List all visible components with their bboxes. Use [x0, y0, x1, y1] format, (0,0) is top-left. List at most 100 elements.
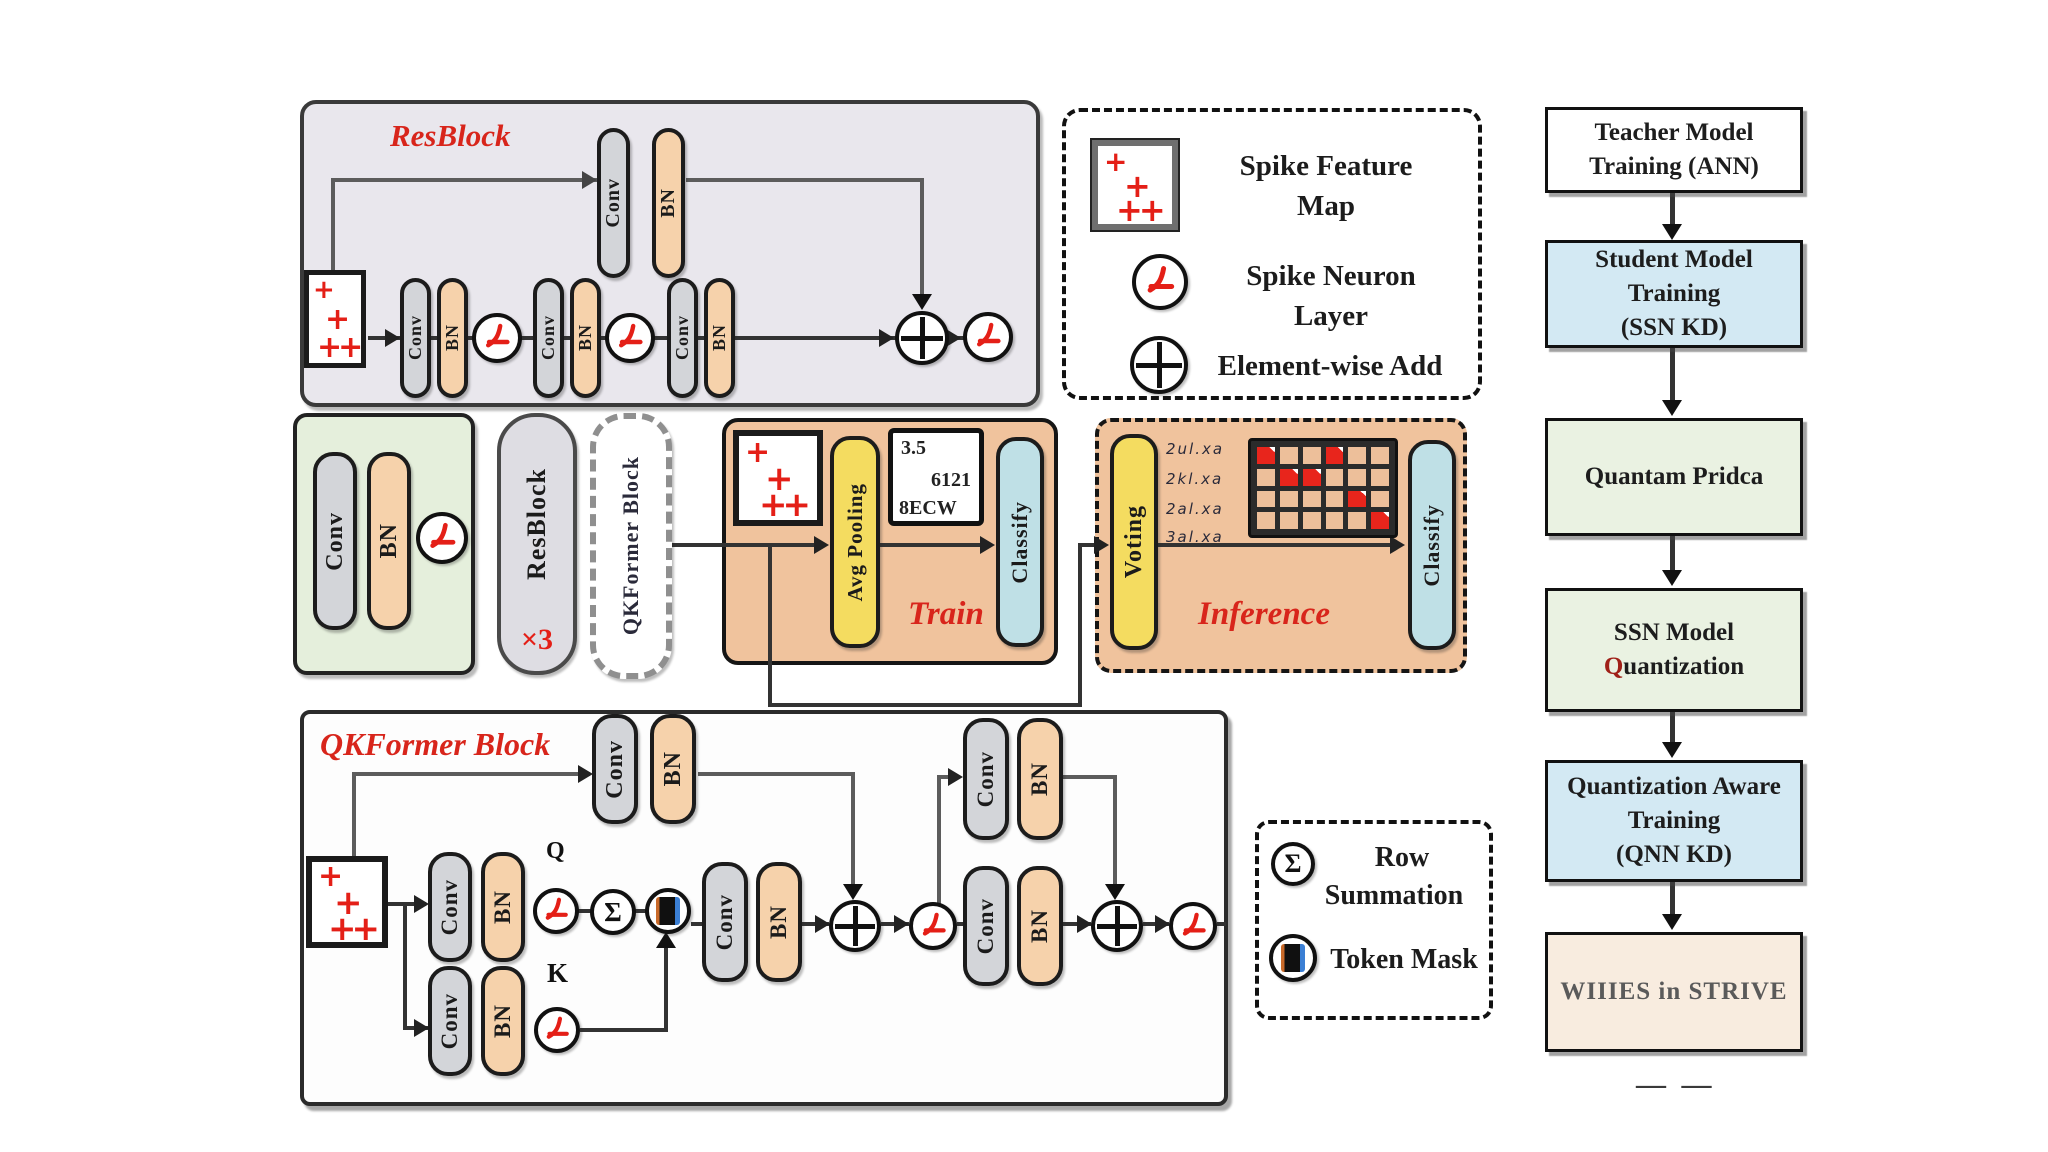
legend-add-label: Element-wise Add: [1217, 350, 1443, 382]
arrowhead: [879, 329, 894, 347]
pipeline-step-line: (SSN KD): [1620, 313, 1728, 341]
connector: [880, 543, 986, 547]
spike-cell: [1279, 490, 1298, 508]
resblock-panel-title: ResBlock: [390, 118, 511, 153]
spike-cell: [1257, 490, 1275, 508]
connector: [1670, 712, 1675, 746]
spike-feature-map-icon: + + ++: [733, 430, 823, 526]
sigma-glyph: Σ: [1284, 849, 1302, 878]
spike-plus: +: [325, 302, 351, 337]
spike-neuron-icon: [1132, 254, 1188, 310]
bn-label: BN: [657, 188, 679, 218]
connector: [1670, 348, 1675, 404]
spike-neuron-icon: [416, 512, 468, 564]
arrowhead: [414, 1019, 429, 1037]
spike-feature-map-icon: + + ++: [1090, 138, 1180, 232]
spike-train-row: 2al.xa: [1166, 500, 1224, 518]
spike-train-row: 3al.xa: [1166, 528, 1224, 546]
spike-plus: ++: [328, 909, 380, 949]
arrowhead: [912, 294, 932, 310]
logit-value: 3.5: [901, 437, 926, 459]
conv-layer: Conv: [428, 852, 472, 962]
conv-label: Conv: [601, 739, 628, 799]
bn-layer: BN: [481, 966, 525, 1076]
connector: [768, 703, 1082, 707]
spike-feature-map-icon: + + ++: [306, 856, 388, 948]
k-label: K: [547, 958, 569, 988]
connector: [920, 178, 924, 300]
resblock-stack-label: ResBlock: [522, 468, 551, 580]
arrowhead: [894, 915, 909, 933]
conv-layer: Conv: [667, 278, 698, 398]
spike-cell: [1302, 468, 1321, 486]
spike-cell: [1371, 447, 1389, 464]
spike-cell: [1371, 490, 1389, 508]
logit-value: 6121: [931, 469, 971, 491]
arrowhead: [1077, 915, 1092, 933]
pipeline-step-student: Student Model Training (SSN KD): [1545, 240, 1803, 348]
spike-cell: [1325, 468, 1344, 486]
connector: [1670, 193, 1675, 227]
spike-cell: [1348, 512, 1367, 529]
train-title: Train: [908, 596, 984, 632]
conv-label: Conv: [712, 893, 737, 951]
conv-layer: Conv: [592, 714, 638, 824]
spike-feature-map-icon: + + ++: [304, 270, 366, 368]
spike-neuron-icon: [963, 312, 1013, 362]
token-mask-icon: [645, 888, 691, 934]
classify-layer: Classify: [1408, 440, 1456, 650]
conv-label: Conv: [602, 178, 624, 228]
bn-label: BN: [659, 751, 686, 787]
voting-label: Voting: [1120, 505, 1147, 579]
bn-layer: BN: [367, 452, 411, 630]
q-label: Q: [546, 838, 565, 864]
bn-layer: BN: [481, 852, 525, 962]
spike-cell: [1279, 468, 1298, 486]
row-summation-icon: Σ: [1271, 842, 1315, 886]
connector: [957, 922, 963, 926]
arrowhead: [1105, 884, 1125, 900]
spike-cell: [1325, 512, 1344, 529]
legend-neuron-label2: Layer: [1293, 300, 1369, 332]
pipeline-step-quantization: SSN Model Quantization: [1545, 588, 1803, 712]
page-dashes: — —: [1636, 1068, 1716, 1101]
spike-cell: [1257, 447, 1275, 464]
arrowhead: [948, 768, 963, 786]
avg-pooling-layer: Avg Pooling: [830, 436, 880, 648]
pipeline-step-line: Teacher Model: [1594, 119, 1754, 147]
connector: [937, 777, 941, 924]
connector: [403, 904, 407, 1028]
legend-top: + + ++ Spike Feature Map Spike Neuron La…: [1062, 108, 1482, 400]
bn-layer: BN: [1017, 866, 1063, 986]
arrowhead: [1662, 400, 1682, 416]
pipeline-step-line: Quantam Pridca: [1584, 463, 1764, 491]
resblock-multiplier: ×3: [520, 623, 554, 656]
conv-label: Conv: [321, 511, 348, 571]
conv-label: Conv: [672, 315, 692, 361]
element-wise-add-icon: [1091, 900, 1143, 952]
spike-neuron-icon: [533, 888, 579, 934]
spike-neuron-icon: [1169, 902, 1217, 950]
spike-cell: [1279, 447, 1298, 464]
spike-plus: +: [745, 435, 771, 470]
spike-cell: [1348, 468, 1367, 486]
spike-plus: ++: [317, 330, 363, 365]
conv-label: Conv: [405, 315, 425, 361]
pipeline-step-qat: Quantization Aware Training (QNN KD): [1545, 760, 1803, 882]
pipeline-step-line: Training: [1627, 280, 1721, 308]
arrowhead: [843, 884, 863, 900]
conv-layer: Conv: [533, 278, 564, 398]
bn-label: BN: [490, 1004, 515, 1038]
bn-layer: BN: [756, 862, 802, 982]
element-wise-add-icon: [1130, 336, 1188, 394]
spike-cell: [1257, 468, 1275, 486]
conv-layer: Conv: [597, 128, 630, 278]
connector: [691, 922, 702, 926]
pipeline-step-3: Quantam Pridca: [1545, 418, 1803, 536]
arrowhead: [946, 329, 961, 347]
connector: [352, 772, 590, 776]
logits-box: 3.5 6121 8ECW: [888, 428, 984, 526]
bn-layer: BN: [1017, 718, 1063, 840]
resblock-stack: ResBlock ×3: [497, 413, 577, 675]
qkformer-panel-title: QKFormer Block: [320, 726, 551, 762]
